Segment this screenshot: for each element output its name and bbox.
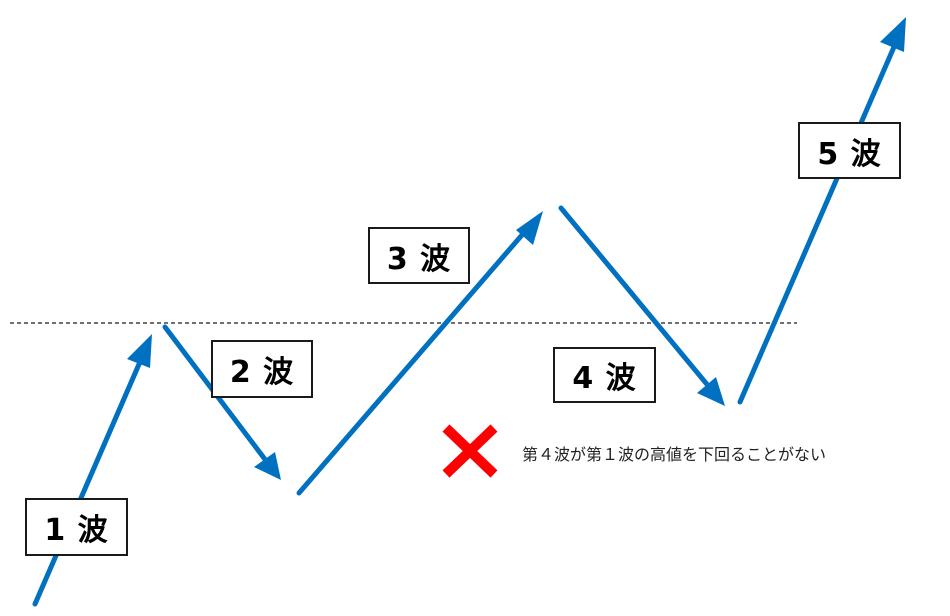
wave-3-label: 3 波: [368, 227, 470, 284]
wave-5-label-text: 5 波: [817, 136, 882, 172]
wave-1-label-text: 1 波: [44, 513, 109, 548]
wave-5-arrow: [737, 17, 906, 405]
wave-2-label: 2 波: [211, 340, 313, 398]
wave-3-label-text: 3 波: [386, 241, 452, 277]
wave-1-label: 1 波: [25, 498, 128, 556]
wave-4-arrow: [558, 205, 725, 406]
wave-4-label: 4 波: [553, 347, 656, 403]
wave-2-label-text: 2 波: [229, 355, 295, 390]
wave-1-arrow: [32, 334, 152, 607]
red-cross-icon: [442, 424, 498, 478]
wave-4-label-text: 4 波: [572, 361, 637, 396]
rule-note: 第４波が第１波の高値を下回ることがない: [522, 445, 827, 464]
wave-5-label: 5 波: [798, 122, 901, 179]
wave-3-arrow: [296, 211, 543, 496]
